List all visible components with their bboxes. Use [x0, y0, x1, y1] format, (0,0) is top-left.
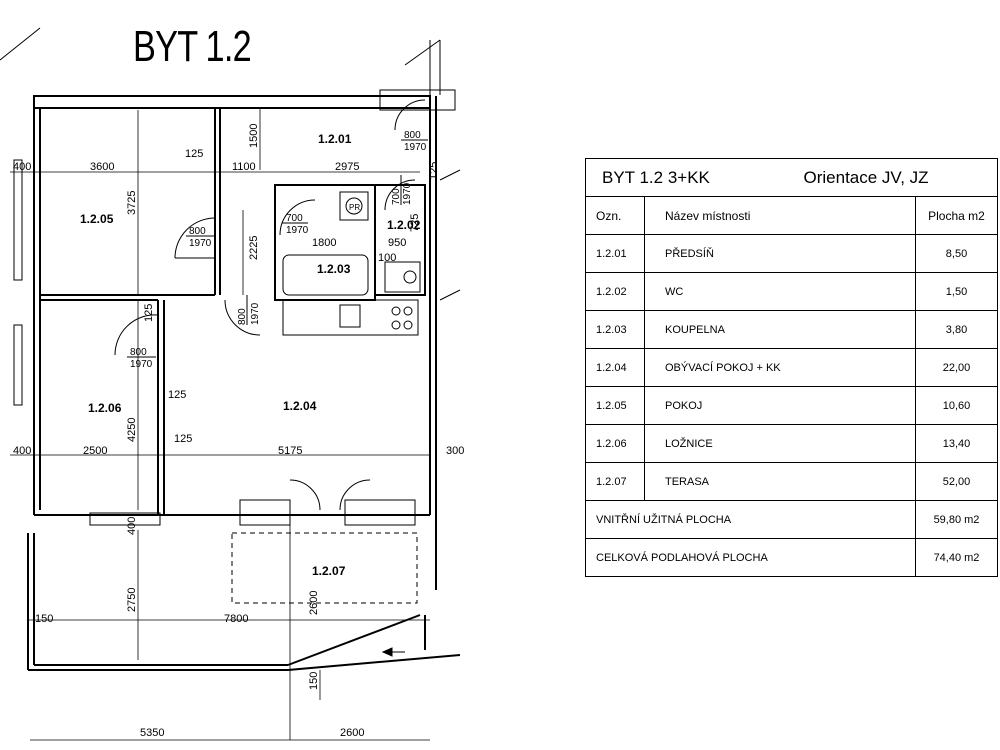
- total-row-floor: CELKOVÁ PODLAHOVÁ PLOCHA 74,40 m2: [585, 538, 998, 577]
- exterior-walls: [33, 95, 437, 590]
- dim-400c: 400: [126, 517, 138, 535]
- entry-arrow: [381, 647, 405, 657]
- total-row-usable: VNITŘNÍ UŽITNÁ PLOCHA 59,80 m2: [585, 500, 998, 539]
- bathroom-fixtures: [282, 191, 421, 296]
- legend-title: BYT 1.2 3+KK: [602, 167, 710, 187]
- table-row: 1.2.02 WC 1,50: [585, 272, 998, 311]
- dim-400b: 400: [13, 445, 31, 457]
- dim-150b: 150: [308, 672, 320, 690]
- dim-2600b: 2600: [340, 727, 364, 739]
- dim-125b: 125: [168, 389, 186, 401]
- dim-125d: 125: [143, 304, 155, 322]
- col-header-area: Plocha m2: [915, 196, 998, 235]
- door-label-2: 800 1970: [127, 347, 156, 370]
- terrace-outline: [27, 533, 461, 671]
- legend-header: BYT 1.2 3+KK Orientace JV, JZ: [586, 159, 998, 197]
- building-outline: [0, 27, 461, 301]
- dim-1800: 1800: [312, 237, 336, 249]
- legend-column-headers: Ozn. Název místnosti Plocha m2: [585, 196, 998, 235]
- dim-2975: 2975: [335, 161, 359, 173]
- room-label-01: 1.2.01: [318, 132, 352, 146]
- table-row: 1.2.03 KOUPELNA 3,80: [585, 310, 998, 349]
- door-label-4: 700 1970: [391, 175, 413, 205]
- table-row: 1.2.07 TERASA 52,00: [585, 462, 998, 501]
- room-label-03: 1.2.03: [317, 262, 351, 276]
- dim-5350: 5350: [140, 727, 164, 739]
- dim-300: 300: [446, 445, 464, 457]
- dim-1500: 1500: [248, 124, 260, 148]
- table-row: 1.2.04 OBÝVACÍ POKOJ + KK 22,00: [585, 348, 998, 387]
- door-label-3: 700 1970: [282, 213, 309, 236]
- dim-1100: 1100: [232, 161, 256, 173]
- dim-125a: 125: [185, 148, 203, 160]
- room-label-04: 1.2.04: [283, 399, 317, 413]
- kitchen-counter: [282, 299, 419, 336]
- door-label-6: 800 1970: [401, 130, 428, 153]
- dim-125e: 125: [428, 162, 440, 180]
- room-schedule-table: BYT 1.2 3+KK Orientace JV, JZ Ozn. Název…: [585, 158, 998, 577]
- dim-5175: 5175: [278, 445, 302, 457]
- svg-text:700: 700: [286, 213, 303, 224]
- dim-150a: 150: [35, 613, 53, 625]
- dim-100: 100: [378, 252, 396, 264]
- dim-3600: 3600: [90, 161, 114, 173]
- table-row: 1.2.01 PŘEDSÍŇ 8,50: [585, 234, 998, 273]
- room-label-05: 1.2.05: [80, 212, 114, 226]
- table-row: 1.2.05 POKOJ 10,60: [585, 386, 998, 425]
- svg-text:800: 800: [237, 308, 248, 325]
- room-label-07: 1.2.07: [312, 564, 346, 578]
- room-label-02: 1.2.02: [387, 218, 421, 232]
- dimension-lines: [10, 108, 430, 741]
- col-header-name: Název místnosti: [644, 196, 916, 235]
- svg-text:1970: 1970: [286, 225, 309, 236]
- door-label-1: 800 1970: [186, 226, 214, 249]
- apartment-title: BYT 1.2: [133, 22, 252, 71]
- dim-2600a: 2600: [308, 591, 320, 615]
- dim-2750: 2750: [126, 588, 138, 612]
- col-header-id: Ozn.: [585, 196, 645, 235]
- door-label-5: 800 1970: [237, 295, 261, 325]
- room-label-06: 1.2.06: [88, 401, 122, 415]
- svg-text:1970: 1970: [404, 142, 427, 153]
- fixture-label-pr: PR: [349, 203, 360, 212]
- dim-125c: 125: [174, 433, 192, 445]
- svg-text:1970: 1970: [402, 182, 413, 205]
- dim-400a: 400: [13, 161, 31, 173]
- dim-2500: 2500: [83, 445, 107, 457]
- svg-text:700: 700: [391, 188, 402, 205]
- dim-725: 725: [409, 214, 421, 232]
- svg-text:1970: 1970: [250, 302, 261, 325]
- floor-plan: 1.2.01 1.2.02 1.2.03 1.2.04 1.2.05 1.2.0…: [0, 27, 464, 741]
- door-swings: [114, 99, 426, 511]
- legend-orientation: Orientace JV, JZ: [803, 167, 929, 187]
- terrace-awning: [231, 532, 418, 604]
- svg-text:800: 800: [404, 130, 421, 141]
- svg-text:1970: 1970: [189, 238, 212, 249]
- svg-text:800: 800: [189, 226, 206, 237]
- dim-2225: 2225: [248, 236, 260, 260]
- svg-text:1970: 1970: [130, 359, 153, 370]
- dim-7800: 7800: [224, 613, 248, 625]
- dim-4250: 4250: [126, 418, 138, 442]
- svg-text:800: 800: [130, 347, 147, 358]
- table-row: 1.2.06 LOŽNICE 13,40: [585, 424, 998, 463]
- dim-3725: 3725: [126, 191, 138, 215]
- window-marks: [13, 89, 456, 526]
- dim-950: 950: [388, 237, 406, 249]
